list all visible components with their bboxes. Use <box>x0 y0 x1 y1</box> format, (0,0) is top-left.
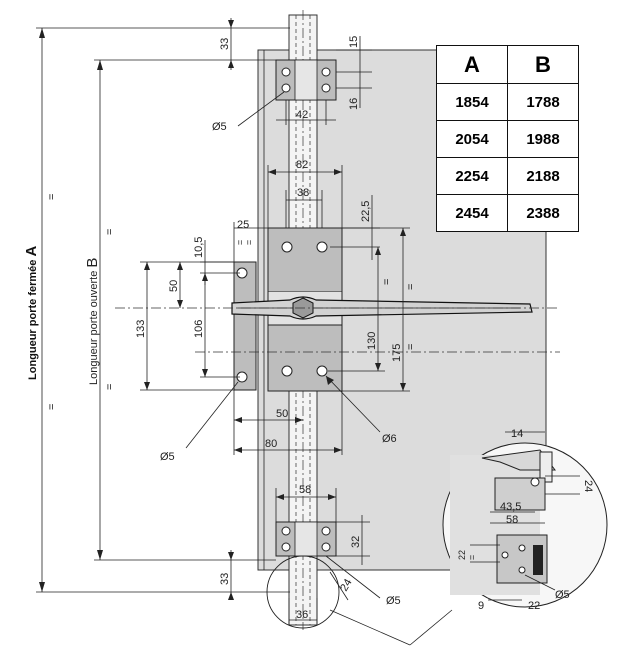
table-row: 2054 1988 <box>436 120 579 158</box>
label-longueur-ouverte: Longueur porte ouverte B <box>84 258 101 385</box>
table-cell: 1988 <box>507 120 579 158</box>
label-longueur-fermee: Longueur porte fermée A <box>23 246 40 380</box>
eq-25-left: = <box>235 240 245 245</box>
dim-33-bottom: 33 <box>219 573 231 585</box>
top-rod-guide <box>275 59 337 101</box>
table-cell: 2188 <box>507 157 579 195</box>
dim-42: 42 <box>296 109 308 121</box>
table-header-row: A B <box>436 45 579 84</box>
dim-25: 25 <box>237 219 249 231</box>
eq-130-top: = <box>381 279 393 285</box>
eq-175-bottom: = <box>405 344 417 350</box>
table-cell: 1788 <box>507 83 579 121</box>
dim-15: 15 <box>348 36 360 48</box>
detail-eq-left: = <box>467 555 477 560</box>
dim-dia5-left: Ø5 <box>160 451 175 463</box>
table-header-b: B <box>507 45 579 84</box>
dim-133: 133 <box>135 320 147 338</box>
table-cell: 2054 <box>436 120 508 158</box>
detail-dim-22b: 22 <box>528 600 540 612</box>
detail-dim-22: 22 <box>457 550 467 560</box>
dim-24-bottom: 24 <box>338 577 355 594</box>
table-row: 1854 1788 <box>436 83 579 121</box>
table-row: 2454 2388 <box>436 194 579 232</box>
dim-38: 38 <box>297 187 309 199</box>
dim-50-vertical: 50 <box>168 280 180 292</box>
table-cell: 2254 <box>436 157 508 195</box>
detail-dim-58: 58 <box>506 514 518 526</box>
detail-view: 14 24 43,5 58 22 = 9 22 Ø5 <box>442 428 608 612</box>
table-cell: 1854 <box>436 83 508 121</box>
eq-a-bottom: = <box>46 404 58 410</box>
dim-32: 32 <box>350 536 362 548</box>
eq-25-right: = <box>244 240 254 245</box>
dim-106: 106 <box>193 320 205 338</box>
table-cell: 2388 <box>507 194 579 232</box>
dim-dia5-top: Ø5 <box>212 121 227 133</box>
table-row: 2254 2188 <box>436 157 579 195</box>
dimension-table: A B 1854 1788 2054 1988 2254 2188 2454 2… <box>436 45 579 232</box>
dim-130: 130 <box>366 332 378 350</box>
dim-82: 82 <box>296 159 308 171</box>
dim-175: 175 <box>391 344 403 362</box>
table-header-a: A <box>436 45 508 84</box>
dim-10-5: 10,5 <box>193 237 205 258</box>
dim-80: 80 <box>265 438 277 450</box>
detail-dim-14: 14 <box>511 428 523 440</box>
dim-50-horizontal: 50 <box>276 408 288 420</box>
detail-dim-9: 9 <box>478 600 484 612</box>
detail-dim-43-5: 43,5 <box>500 501 521 513</box>
dim-58: 58 <box>299 484 311 496</box>
detail-marker-circle <box>266 555 340 629</box>
eq-175-top: = <box>405 284 417 290</box>
dim-dia6: Ø6 <box>382 433 397 445</box>
dim-36: 36 <box>296 609 308 621</box>
eq-b-bottom: = <box>104 384 116 390</box>
eq-b-top: = <box>104 229 116 235</box>
dim-16: 16 <box>348 98 360 110</box>
eq-a-top: = <box>46 194 58 200</box>
dim-dia5-bottom: Ø5 <box>386 595 401 607</box>
dim-33-top: 33 <box>219 38 231 50</box>
dim-22-5: 22,5 <box>360 201 372 222</box>
detail-dim-dia5: Ø5 <box>555 589 570 601</box>
bottom-rod-guide <box>275 521 337 557</box>
table-cell: 2454 <box>436 194 508 232</box>
detail-dim-24: 24 <box>582 480 594 492</box>
